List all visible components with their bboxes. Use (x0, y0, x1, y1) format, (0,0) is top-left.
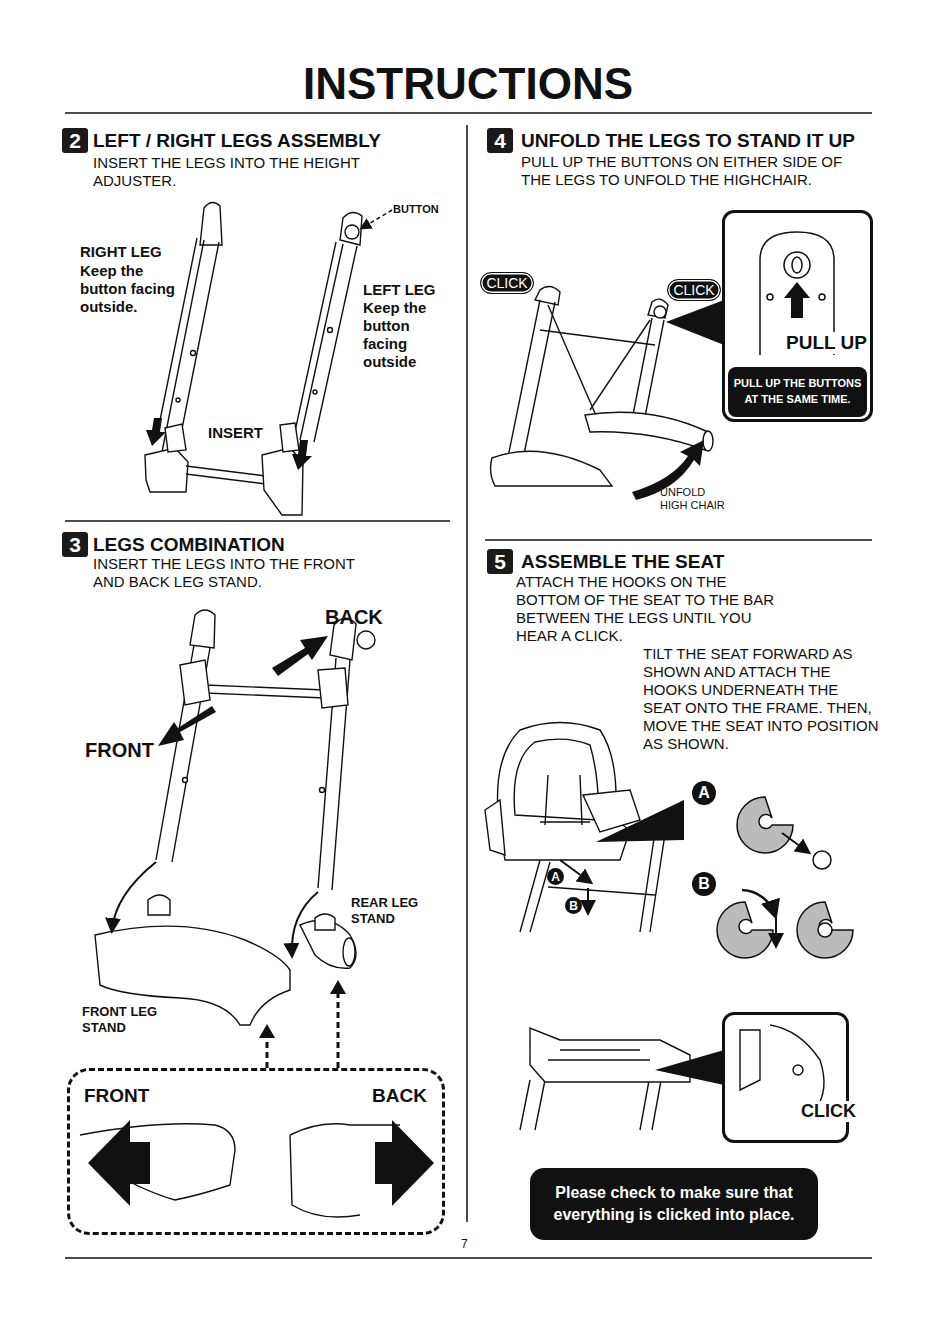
text-label: UNFOLD THE LEGS TO STAND IT UP (521, 130, 881, 153)
text-label: 7 (461, 1237, 475, 1251)
text-label: BACK (325, 605, 395, 629)
text-label: INSERT THE LEGS INTO THE FRONT AND BACK … (93, 555, 383, 591)
warning-box: Please check to make sure that everythin… (530, 1168, 818, 1240)
node-text: CLICK (486, 275, 527, 291)
text-label: TILT THE SEAT FORWARD AS SHOWN AND ATTAC… (643, 645, 879, 753)
node-text: 4 (494, 129, 506, 153)
node-text: CLICK (799, 1101, 858, 1122)
instruction-tag: PULL UP THE BUTTONS AT THE SAME TIME. (728, 367, 867, 417)
text-label: FRONT LEG STAND (82, 1004, 162, 1035)
leg-drawing (145, 202, 362, 515)
node-text: B (698, 875, 710, 893)
step-badge: 2 (62, 128, 88, 153)
node-text: FRONT (84, 1085, 149, 1107)
node-text: A (551, 870, 560, 884)
seat-bottom-drawing (520, 1028, 690, 1130)
step-badge: 4 (487, 128, 513, 153)
step-badge: 5 (487, 549, 513, 574)
node-text: 2 (69, 129, 81, 153)
text-label: UNFOLD HIGH CHAIR (660, 486, 735, 512)
node-text: PULL UP THE BUTTONS AT THE SAME TIME. (728, 376, 867, 408)
page-title: INSTRUCTIONS (0, 62, 936, 106)
callout-letter: A (547, 868, 564, 885)
node-text: 3 (69, 533, 81, 557)
click-tag: CLICK (480, 272, 534, 294)
node-text: BACK (372, 1085, 427, 1107)
detail-inset: CLICK (722, 1012, 849, 1143)
unfold-drawing (491, 286, 713, 486)
click-tag: CLICK (667, 279, 721, 301)
text-label: INSERT (208, 424, 278, 442)
dashed-detail-box: FRONT BACK (67, 1068, 445, 1235)
frame-drawing (95, 610, 375, 1025)
text-label: ATTACH THE HOOKS ON THE BOTTOM OF THE SE… (516, 573, 794, 645)
text-label: LEGS COMBINATION (93, 534, 413, 557)
text-label: Keep the button facing outside. (80, 262, 186, 316)
text-label: Keep the button facing outside (363, 299, 435, 371)
node-text: CLICK (673, 282, 714, 298)
text-label: ASSEMBLE THE SEAT (521, 551, 841, 574)
text-label: INSERT THE LEGS INTO THE HEIGHT ADJUSTER… (93, 154, 393, 190)
text-label: FRONT (85, 738, 165, 762)
text-label: LEFT / RIGHT LEGS ASSEMBLY (93, 130, 453, 153)
text-label: BUTTON (393, 203, 453, 216)
node-text: B (569, 899, 578, 913)
callout-letter: A (692, 781, 716, 805)
text-label: REAR LEG STAND (351, 895, 431, 926)
node-text: PULL UP (784, 332, 869, 354)
callout-letter: B (692, 872, 716, 896)
callout-letter: B (565, 897, 582, 914)
text-label: LEFT LEG (363, 281, 453, 299)
text-label: RIGHT LEG (80, 243, 200, 261)
detail-inset: PULL UP PULL UP THE BUTTONS AT THE SAME T… (722, 210, 873, 422)
node-text: A (698, 784, 710, 802)
step-badge: 3 (62, 532, 88, 557)
node-text: Please check to make sure that everythin… (540, 1182, 808, 1227)
text-label: PULL UP THE BUTTONS ON EITHER SIDE OF TH… (521, 153, 871, 189)
node-text: 5 (494, 550, 506, 574)
